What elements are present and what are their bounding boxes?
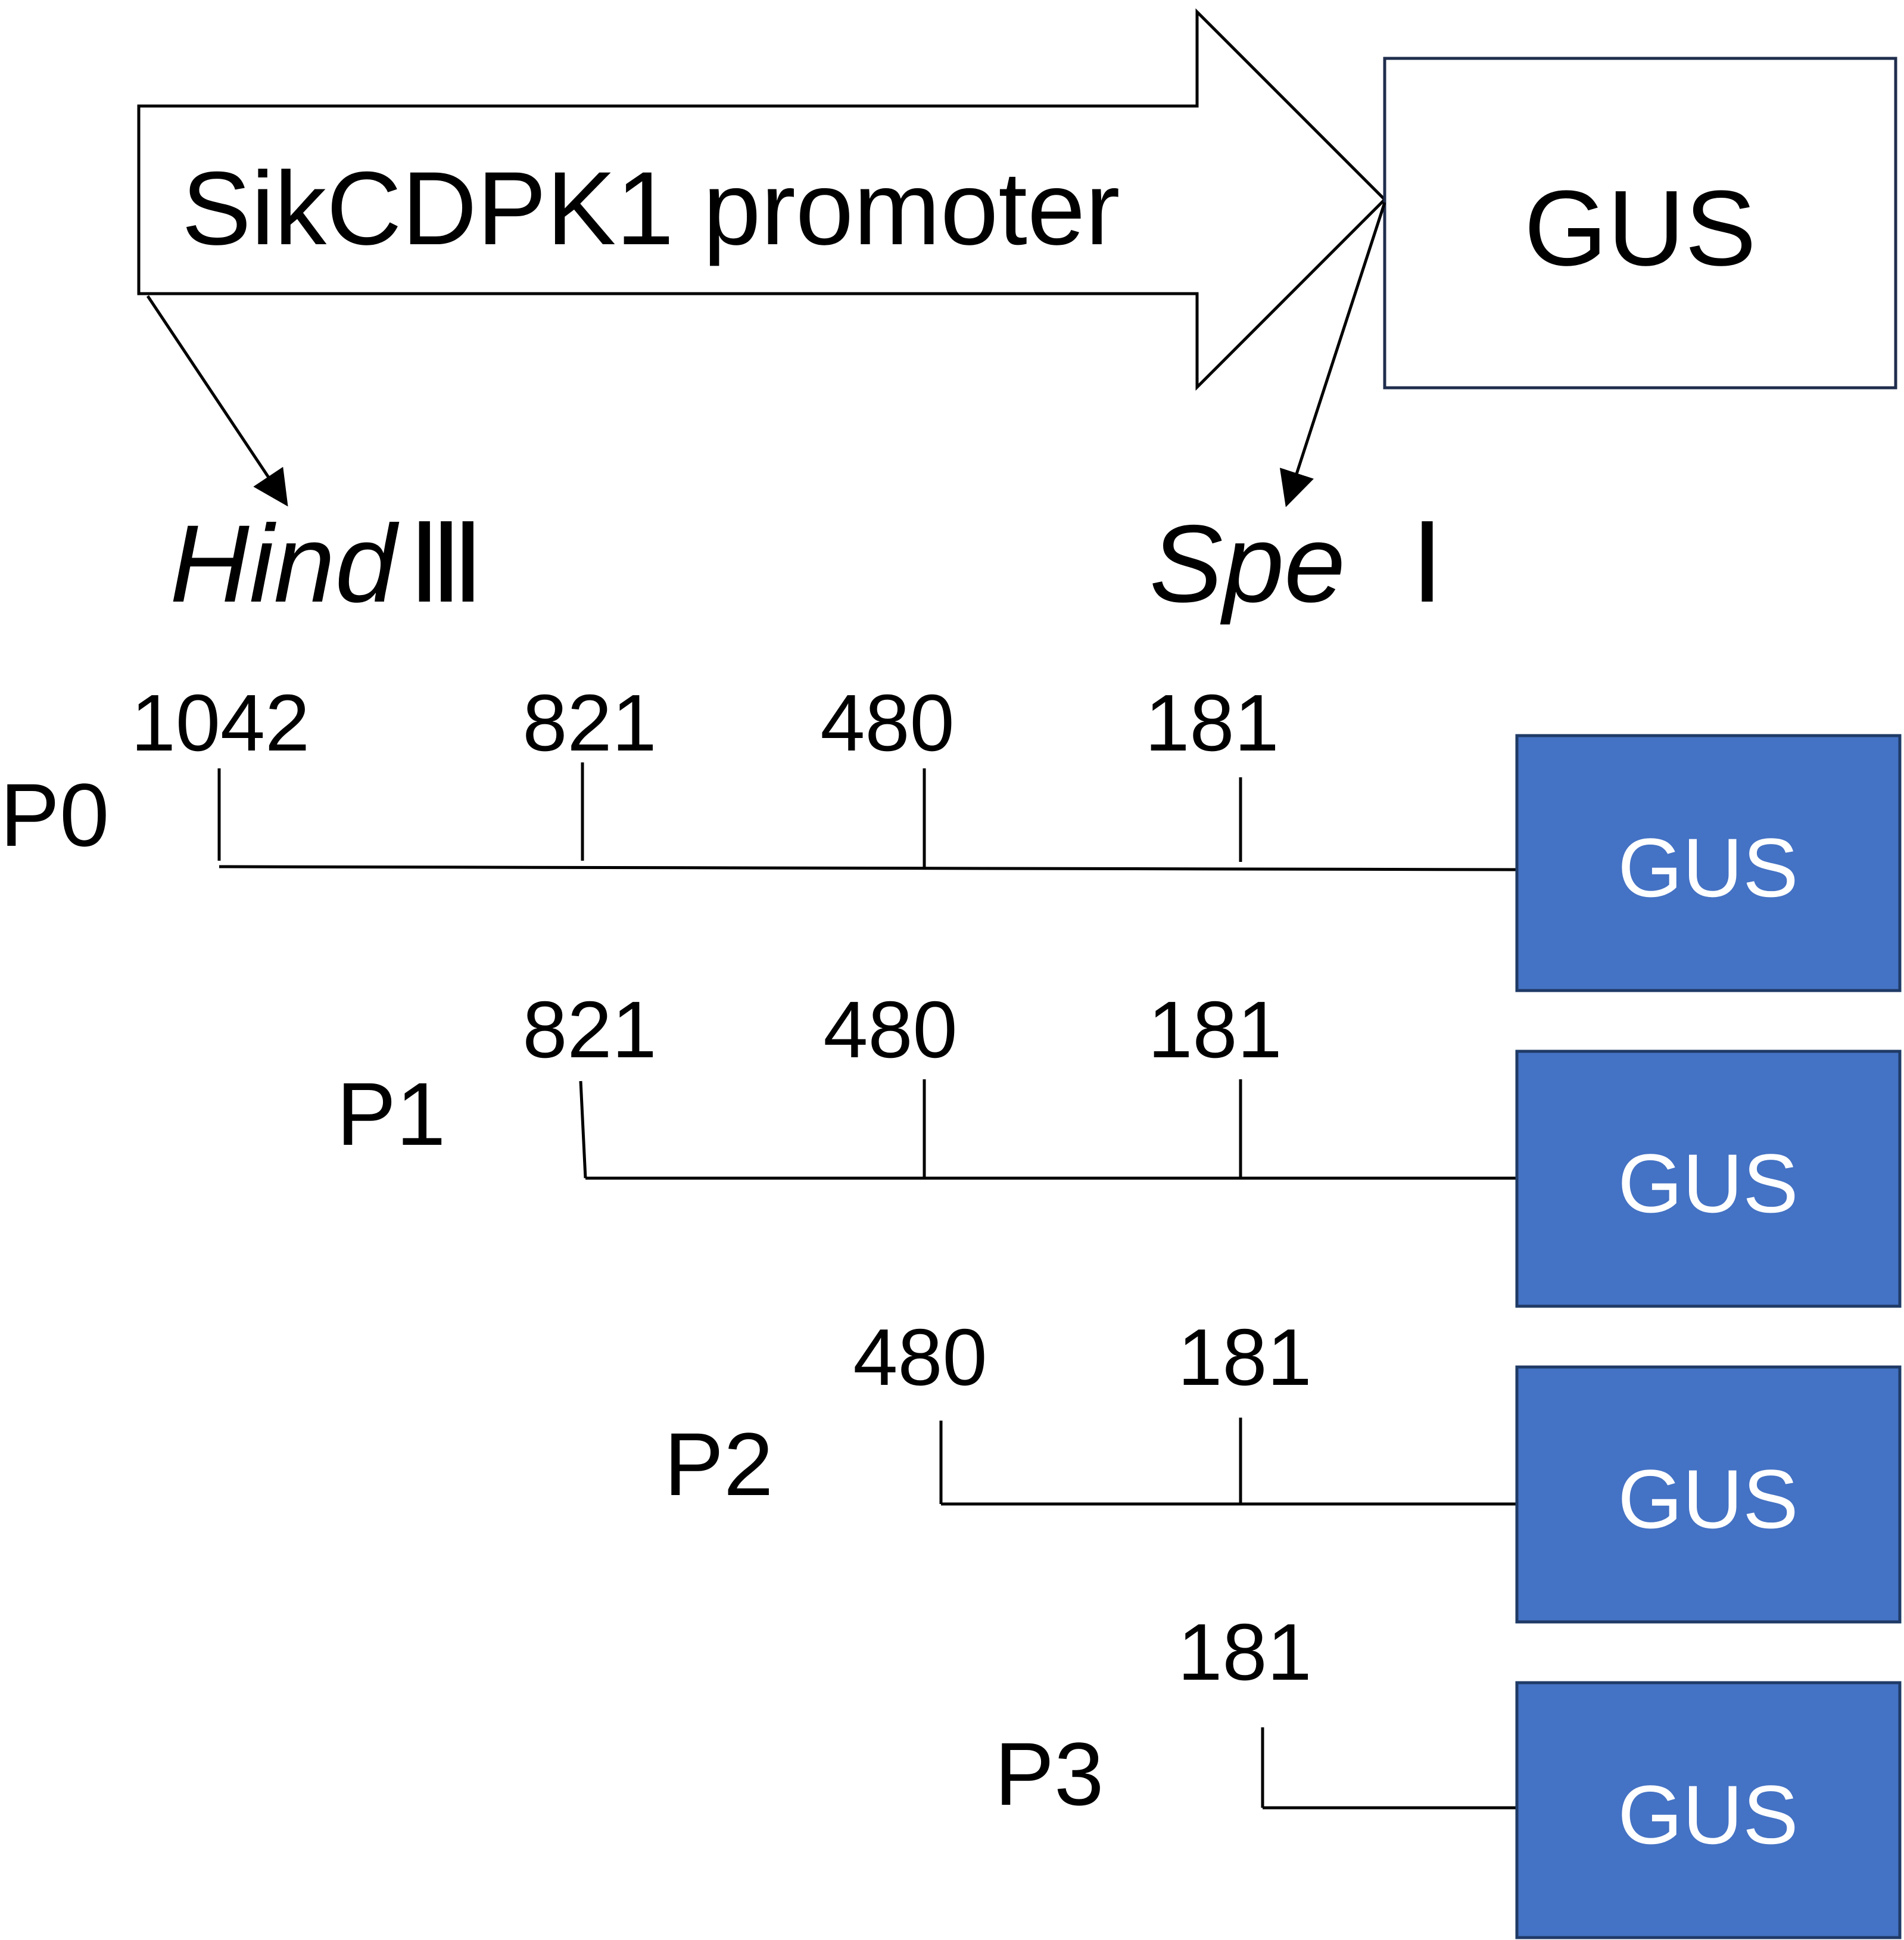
gus-box-p2 [1515, 1365, 1902, 1624]
gus-reporter-box [1383, 57, 1897, 390]
spei-roman: Ⅰ [1411, 503, 1444, 625]
position-label-p0-480: 480 [820, 678, 954, 768]
gus-label-p0: GUS [1618, 821, 1798, 914]
promoter-arrow [137, 8, 1387, 391]
position-label-p3-181: 181 [1177, 1607, 1311, 1697]
deletion-name-p0: P0 [0, 765, 109, 865]
hindiii-pointer-arrow [146, 295, 288, 507]
gus-box-p1 [1515, 1050, 1902, 1308]
gus-box-p0 [1515, 734, 1902, 992]
deletion-name-p1: P1 [336, 1064, 445, 1164]
promoter-label: SikCDPK1 promoter [182, 151, 1120, 267]
gus-label-p1: GUS [1618, 1136, 1798, 1230]
position-label-p1-181: 181 [1148, 985, 1282, 1075]
position-label-p2-480: 480 [853, 1312, 987, 1402]
deletion-name-p3: P3 [995, 1724, 1104, 1824]
spei-pointer-arrow [1279, 202, 1386, 507]
gus-box-p3 [1515, 1681, 1902, 1939]
spei-name: Spe [1149, 503, 1345, 625]
position-label-p1-821: 821 [522, 985, 656, 1075]
gus-label-p2: GUS [1618, 1452, 1798, 1546]
gus-label-p3: GUS [1618, 1768, 1798, 1861]
fragment-line-p0 [219, 865, 1516, 871]
position-label-p0-181: 181 [1145, 678, 1279, 768]
position-label-p1-480: 480 [823, 985, 957, 1075]
hindiii-name: Hind [170, 503, 400, 625]
tick-p1-821 [579, 1080, 587, 1179]
position-label-p2-181: 181 [1177, 1312, 1311, 1402]
position-label-p0-1042: 1042 [131, 678, 310, 768]
gus-reporter-label: GUS [1524, 169, 1756, 288]
deletion-name-p2: P2 [664, 1414, 773, 1514]
hindiii-roman: Ⅲ [408, 503, 484, 625]
position-label-p0-821: 821 [522, 678, 656, 768]
spei-site-label: Spe Ⅰ [1149, 503, 1444, 625]
